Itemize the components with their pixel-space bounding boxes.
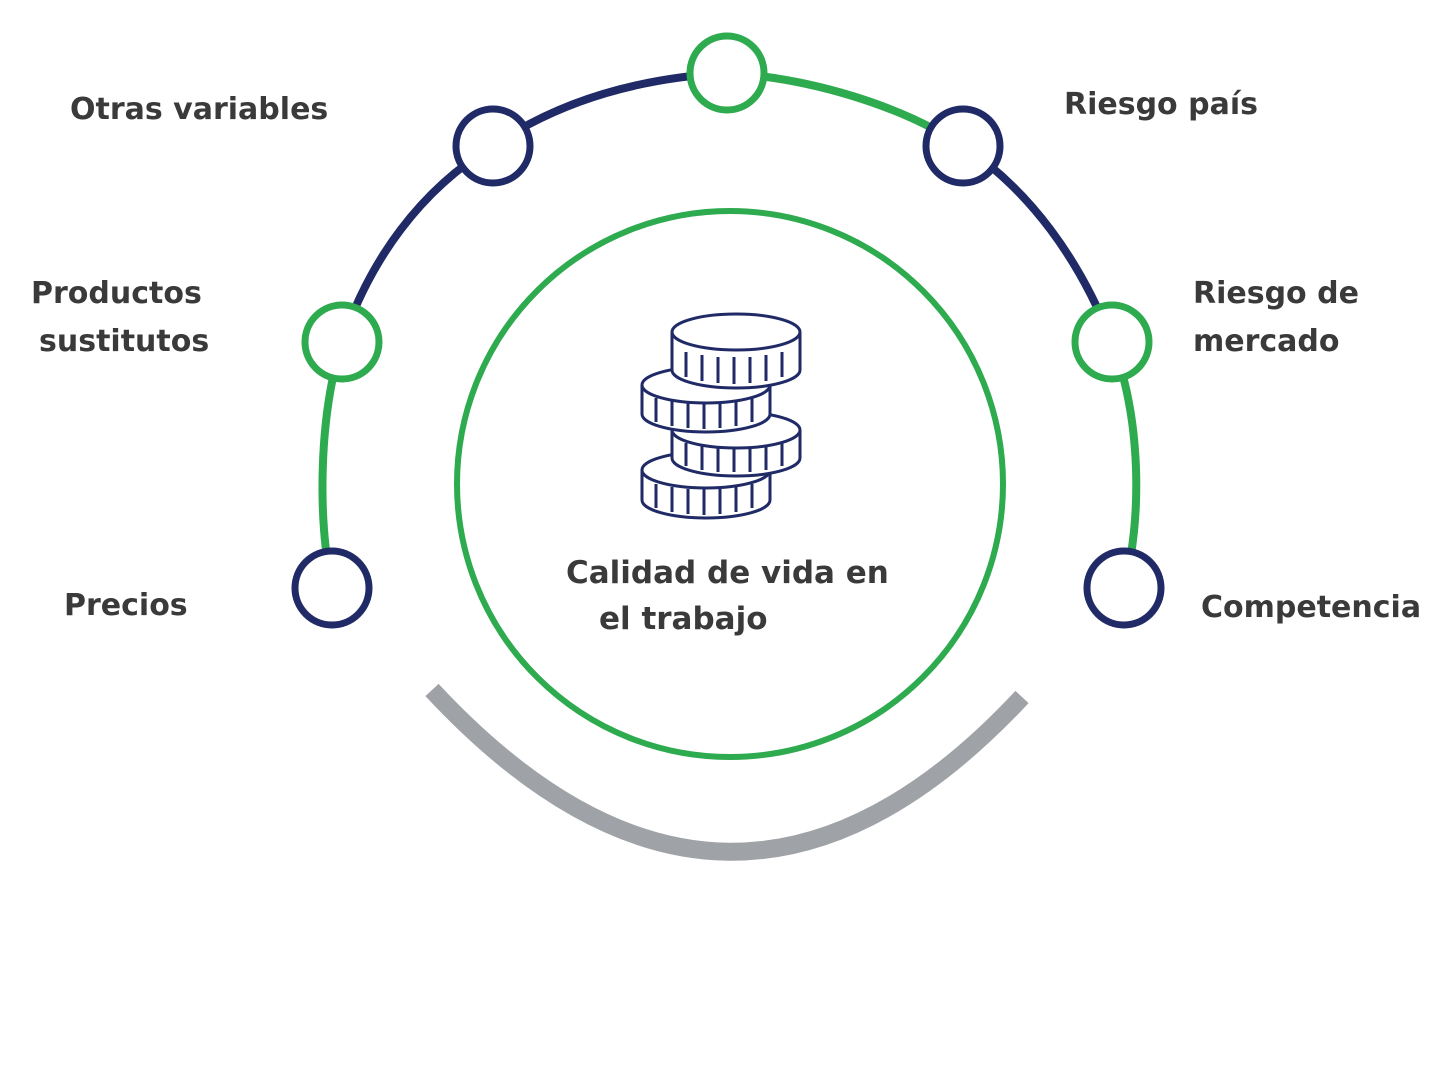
- label-riesgo-mercado-line-1: Riesgo de: [1193, 276, 1359, 311]
- node-productos-sustitutos: [301, 301, 383, 383]
- node-riesgo-pais: [922, 105, 1004, 187]
- node-otras-variables: [452, 105, 534, 187]
- label-productos-line-1: Productos: [31, 276, 202, 311]
- coin-1: [670, 312, 802, 390]
- label-precios: Precios: [64, 582, 188, 630]
- node-riesgo-de-mercado: [1071, 301, 1153, 383]
- node-competencia: [1083, 547, 1165, 629]
- label-otras-variables-line-1: Otras variables: [70, 92, 329, 127]
- label-precios-line-1: Precios: [64, 588, 188, 623]
- center-circle: [454, 208, 1006, 760]
- center-title: Calidad de vida en el trabajo: [566, 550, 889, 642]
- node-top: [686, 32, 768, 114]
- label-riesgo-pais-line-1: Riesgo país: [1064, 87, 1258, 122]
- coin-stack-icon: [640, 312, 802, 520]
- label-riesgo-mercado-line-2: mercado: [1193, 324, 1340, 359]
- label-productos-line-2: sustitutos: [39, 324, 210, 359]
- label-riesgo-de-mercado: Riesgo de mercado: [1193, 270, 1359, 366]
- node-precios: [291, 547, 373, 629]
- label-riesgo-pais: Riesgo país: [1064, 81, 1258, 129]
- center-title-line-1: Calidad de vida en: [566, 555, 889, 591]
- label-competencia: Competencia: [1201, 584, 1421, 632]
- bottom-gray-arc: [425, 683, 1029, 861]
- label-otras-variables: Otras variables: [70, 86, 328, 134]
- center-title-line-2: el trabajo: [599, 601, 768, 637]
- label-productos-sustitutos: Productos sustitutos: [31, 270, 209, 366]
- label-competencia-line-1: Competencia: [1201, 590, 1422, 625]
